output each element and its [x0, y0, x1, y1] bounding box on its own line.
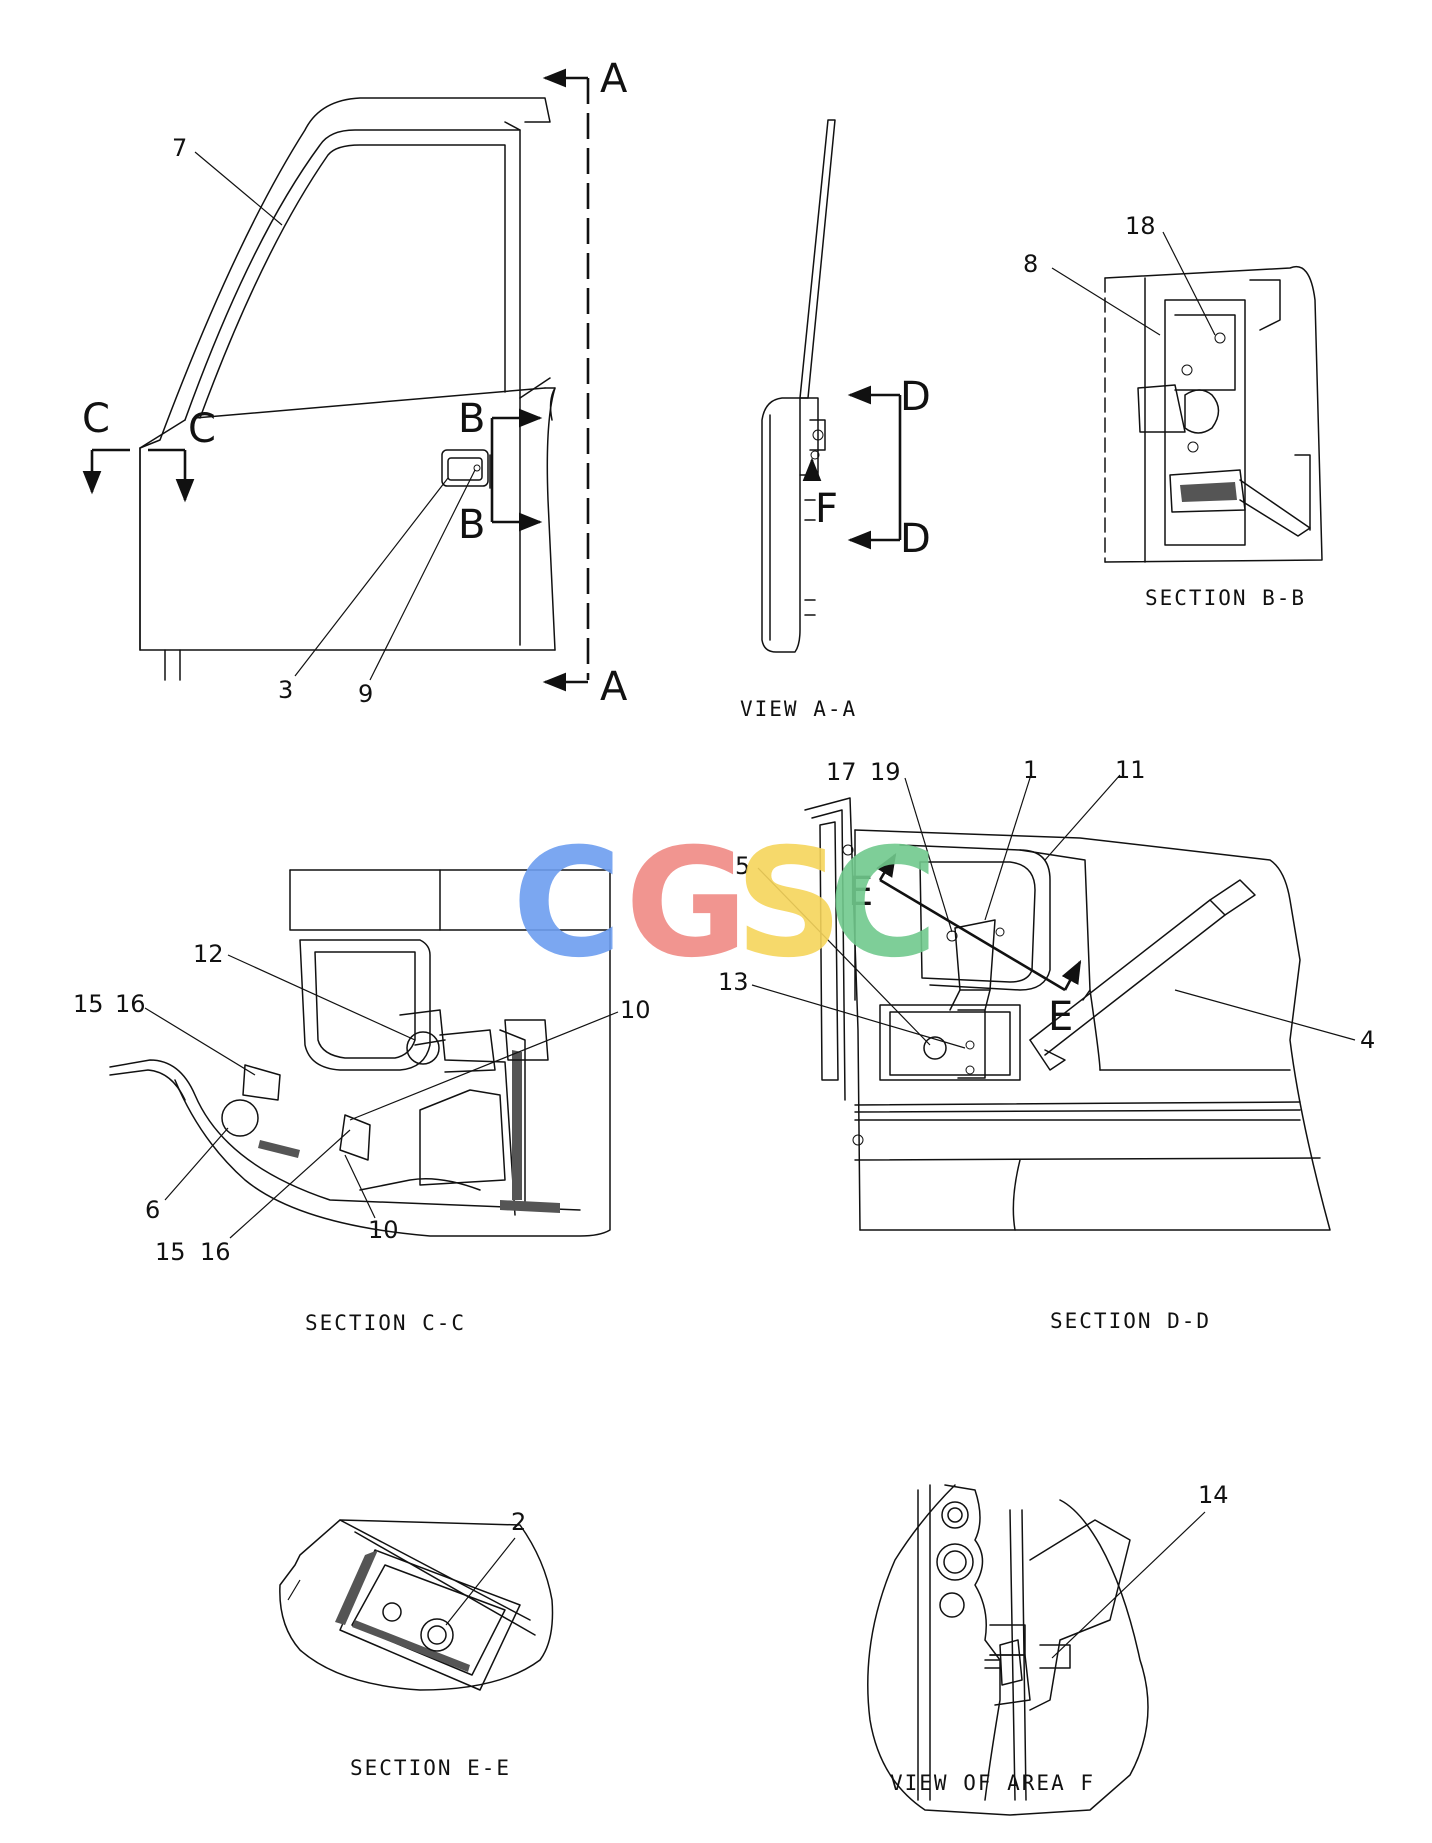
section-letter-a-bottom: A: [600, 664, 628, 710]
callout-10-b: 10: [368, 1216, 399, 1244]
watermark-logo: C G S C: [512, 817, 938, 991]
caption-view-aa: VIEW A-A: [740, 697, 857, 721]
section-line-cc: C C: [82, 396, 216, 503]
callout-18: 18: [1125, 212, 1156, 240]
callout-2: 2: [511, 1508, 526, 1536]
callout-9: 9: [358, 680, 373, 708]
caption-section-dd: SECTION D-D: [1050, 1309, 1211, 1333]
callout-15-a: 15: [73, 990, 104, 1018]
section-line-bb: B B: [458, 396, 543, 548]
section-letter-e-right: E: [1048, 994, 1073, 1040]
section-letter-a-top: A: [600, 56, 628, 102]
callout-8: 8: [1023, 250, 1038, 278]
section-letter-d-top: D: [900, 374, 931, 420]
callout-10-a: 10: [620, 996, 651, 1024]
caption-section-cc: SECTION C-C: [305, 1311, 466, 1335]
callout-3: 3: [278, 676, 293, 704]
callout-12: 12: [193, 940, 224, 968]
section-letter-c-left: C: [82, 396, 110, 442]
callout-1: 1: [1023, 756, 1038, 784]
callout-15-b: 15: [155, 1238, 186, 1266]
door-callouts: 7 3 9: [172, 134, 476, 708]
callout-7: 7: [172, 134, 187, 162]
callout-17: 17: [826, 758, 857, 786]
section-letter-e-left: E: [848, 869, 873, 915]
caption-section-ee: SECTION E-E: [350, 1756, 511, 1780]
section-bb: 18 8 SECTION B-B: [1023, 212, 1323, 610]
section-ee: 2 SECTION E-E: [279, 1508, 554, 1780]
watermark-letter-s: S: [735, 817, 843, 991]
view-aa: D D F VIEW A-A: [740, 119, 931, 721]
watermark-letter-g: G: [625, 817, 748, 991]
section-cc: 12 15 16 10 6 15 16 10 SECTION C-C: [73, 869, 651, 1335]
callout-16-b: 16: [200, 1238, 231, 1266]
section-dd: E E 17 19 1 11 5 13 4 SECTION D-D: [718, 756, 1375, 1333]
watermark-letter-c1: C: [512, 817, 622, 991]
callout-4: 4: [1360, 1026, 1375, 1054]
callout-6: 6: [145, 1196, 160, 1224]
section-letter-d-bottom: D: [900, 516, 931, 562]
caption-section-bb: SECTION B-B: [1145, 586, 1306, 610]
section-letter-f: F: [815, 486, 838, 532]
section-letter-b-bottom: B: [458, 502, 485, 548]
section-letter-c-right: C: [188, 406, 216, 452]
callout-13: 13: [718, 968, 749, 996]
door-side-view: [139, 97, 556, 681]
section-letter-b-top: B: [458, 396, 485, 442]
callout-16-a: 16: [115, 990, 146, 1018]
section-line-aa: A A: [542, 56, 628, 710]
watermark-letter-c2: C: [828, 817, 938, 991]
callout-14: 14: [1198, 1481, 1229, 1509]
view-area-f: 14 VIEW OF AREA F: [867, 1481, 1229, 1816]
caption-view-area-f: VIEW OF AREA F: [890, 1771, 1095, 1795]
callout-5: 5: [735, 852, 750, 880]
callout-11: 11: [1115, 756, 1146, 784]
callout-19: 19: [870, 758, 901, 786]
